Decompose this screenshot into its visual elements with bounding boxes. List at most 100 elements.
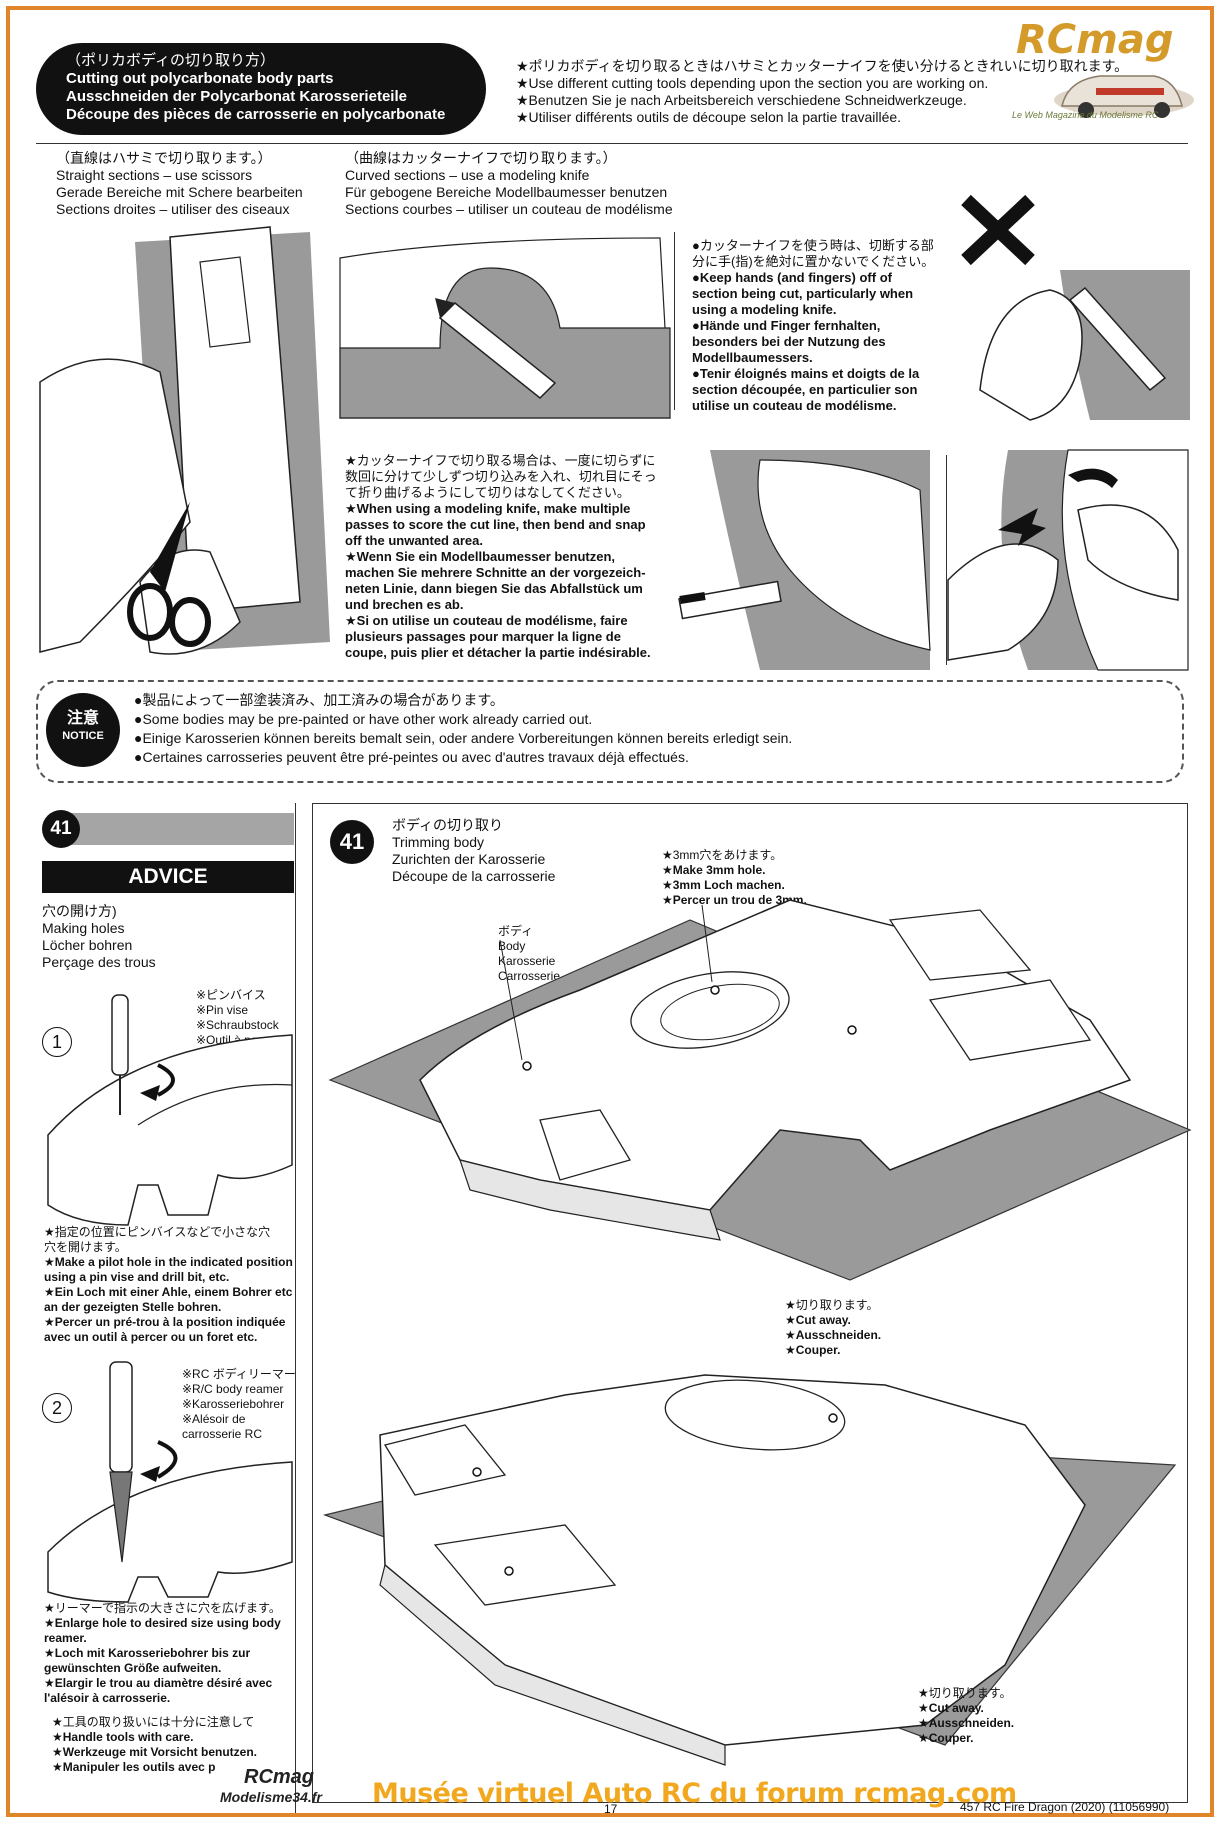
pilot-hole-line: ★Ein Loch mit einer Ahle, einem Bohrer e… <box>44 1285 293 1299</box>
curved-line: Sections courbes – utiliser un couteau d… <box>345 201 673 217</box>
care-line: ★Werkzeuge mit Vorsicht benutzen. <box>52 1745 258 1759</box>
hole-line: ★Make 3mm hole. <box>662 863 766 877</box>
reamer-line: ※R/C body reamer <box>182 1382 284 1396</box>
body-line: Carrosserie <box>498 969 561 983</box>
care-line: ★Manipuler les outils avec p <box>52 1760 216 1774</box>
rcmag-car-icon <box>1054 75 1194 118</box>
trimming-body-panel <box>312 803 1188 1803</box>
enlarge-line: reamer. <box>44 1631 87 1645</box>
footer-logo-rcmag: RCmag <box>244 1766 315 1788</box>
section-title-de: Ausschneiden der Polycarbonat Karosserie… <box>66 88 407 105</box>
keep-hands-line: Modellbaumessers. <box>692 350 813 365</box>
care-line: ★工具の取り扱いには十分に注意して <box>52 1715 255 1729</box>
notice-badge: 注意 NOTICE <box>46 693 120 767</box>
section-title: （ポリカボディの切り取り方） Cutting out polycarbonate… <box>66 52 445 124</box>
trimming-body-title: ボディの切り取り Trimming body Zurichten der Kar… <box>392 817 555 885</box>
curved-line: Curved sections – use a modeling knife <box>345 167 590 183</box>
section-title-pill <box>36 43 486 135</box>
care-line: ★Handle tools with care. <box>52 1730 194 1744</box>
notice-line: ●Some bodies may be pre-painted or have … <box>134 711 593 727</box>
cut-line: ★Ausschneiden. <box>785 1328 882 1342</box>
body-line: Body <box>498 939 526 953</box>
multiple-passes-line: plusieurs passages pour marquer la ligne… <box>345 629 621 644</box>
keep-hands-line: using a modeling knife. <box>692 302 837 317</box>
pin-vise-illustration <box>47 994 293 1226</box>
advice-step-bar <box>68 813 294 845</box>
section-title-fr: Découpe des pièces de carrosserie en pol… <box>66 106 446 123</box>
body-shell-bottom-illustration <box>322 1374 1177 1766</box>
rcmag-logo-text: RCmag <box>1016 17 1174 63</box>
footer-logo-modelisme: Modelisme34.fr <box>220 1789 322 1805</box>
scissors-cutting-illustration <box>39 226 330 655</box>
straight-line: Straight sections – use scissors <box>56 167 253 183</box>
reamer-line: ※RC ボディリーマー <box>182 1367 296 1381</box>
advice-step-number: 41 <box>42 810 80 848</box>
notice-text: ●製品によって一部塗装済み、加工済みの場合があります。 ●Some bodies… <box>134 691 792 767</box>
multiple-passes-line: coupe, puis plier et détacher la partie … <box>345 645 651 660</box>
vertical-divider <box>674 232 675 410</box>
section-title-en: Cutting out polycarbonate body parts <box>66 70 334 87</box>
hole-line: ★3mm穴をあけます。 <box>662 848 783 862</box>
footer-logo: RCmag Modelisme34.fr <box>220 1766 370 1812</box>
pilot-hole-line: ★指定の位置にピンバイスなどで小さな穴 <box>44 1225 271 1239</box>
multiple-passes-line: ★カッターナイフで切り取る場合は、一度に切らずに <box>345 453 656 468</box>
knife-curved-cut-illustration <box>339 237 671 419</box>
notice-line: ●Certaines carrosseries peuvent être pré… <box>134 749 689 765</box>
straight-line: Gerade Bereiche mit Schere bearbeiten <box>56 184 303 200</box>
making-holes-line: 穴の開け方) <box>42 903 117 919</box>
body-label: ボディ Body Karosserie Carrosserie <box>498 924 560 984</box>
trim-title-line: Zurichten der Karosserie <box>392 851 546 867</box>
hole-line: ★Percer un trou de 3mm. <box>662 893 807 907</box>
trim-title-line: ボディの切り取り <box>392 817 504 833</box>
trim-title-line: Trimming body <box>392 834 485 850</box>
enlarge-line: ★Loch mit Karosseriebohrer bis zur <box>44 1646 251 1660</box>
pilot-hole-line: using a pin vise and drill bit, etc. <box>44 1270 230 1284</box>
pin-vise-label: ※ピンバイス ※Pin vise ※Schraubstock ※Outil à … <box>196 988 279 1048</box>
cut-away-label-2: ★切り取ります。 ★Cut away. ★Ausschneiden. ★Coup… <box>918 1686 1014 1746</box>
straight-sections-text: （直線はハサミで切り取ります。） Straight sections – use… <box>56 150 303 218</box>
body-reamer-label: ※RC ボディリーマー ※R/C body reamer ※Karosserie… <box>182 1367 296 1442</box>
step-2-number: 2 <box>42 1393 72 1423</box>
cut-away-label-1: ★切り取ります。 ★Cut away. ★Ausschneiden. ★Coup… <box>785 1298 881 1358</box>
enlarge-line: ★リーマーで指示の大きさに穴を広げます。 <box>44 1601 281 1615</box>
keep-hands-line: 分に手(指)を絶対に置かないでください。 <box>692 254 935 269</box>
cut-line: ★Couper. <box>918 1731 974 1745</box>
cut-line: ★切り取ります。 <box>918 1686 1012 1700</box>
step-1-number: 1 <box>42 1027 72 1057</box>
hole-line: ★3mm Loch machen. <box>662 878 785 892</box>
multiple-passes-line: ★Wenn Sie ein Modellbaumesser benutzen, <box>345 549 616 564</box>
body-reamer-illustration <box>47 1361 293 1603</box>
notice-badge-en: NOTICE <box>62 730 104 742</box>
multiple-passes-line: neten Linie, dann biegen Sie das Abfalls… <box>345 581 643 596</box>
reamer-line: ※Alésoir de <box>182 1412 246 1426</box>
making-holes-text: 穴の開け方) Making holes Löcher bohren Perçag… <box>42 903 156 971</box>
intro-line: ★Benutzen Sie je nach Arbeitsbereich ver… <box>516 92 967 108</box>
notice-badge-jp: 注意 <box>66 710 99 727</box>
curved-sections-text: （曲線はカッターナイフで切り取ります。） Curved sections – u… <box>345 150 673 218</box>
keep-hands-line: besonders bei der Nutzung des <box>692 334 886 349</box>
pilot-hole-line: ★Make a pilot hole in the indicated posi… <box>44 1255 293 1269</box>
reamer-line: carrosserie RC <box>182 1427 263 1441</box>
wrong-hand-position-illustration <box>960 194 1190 421</box>
cut-line: ★Ausschneiden. <box>918 1716 1015 1730</box>
cut-line: ★Couper. <box>785 1343 841 1357</box>
trim-title-line: Découpe de la carrosserie <box>392 868 556 884</box>
trim-step-number: 41 <box>330 820 374 864</box>
pilot-hole-line: ★Percer un pré-trou à la position indiqu… <box>44 1315 286 1329</box>
keep-hands-line: ●Tenir éloignés mains et doigts de la <box>692 366 920 381</box>
pin-vise-line: ※Schraubstock <box>196 1018 279 1032</box>
notice-box <box>36 680 1184 783</box>
making-holes-line: Perçage des trous <box>42 954 156 970</box>
section-title-jp: （ポリカボディの切り取り方） <box>66 52 275 69</box>
keep-hands-line: section découpée, en particulier son <box>692 382 918 397</box>
pilot-hole-text: ★指定の位置にピンバイスなどで小さな穴 穴を開けます。 ★Make a pilo… <box>44 1225 293 1345</box>
model-reference: 457 RC Fire Dragon (2020) (11056990) <box>960 1800 1170 1814</box>
footer-watermark: Musée virtuel Auto RC du forum rcmag.com <box>372 1778 1017 1809</box>
pilot-hole-line: 穴を開けます。 <box>44 1240 127 1254</box>
body-shell-top-illustration <box>328 899 1192 1281</box>
cut-line: ★Cut away. <box>918 1701 984 1715</box>
multiple-passes-line: て折り曲げるようにして切りはなしてください。 <box>345 485 630 500</box>
keep-hands-line: ●カッターナイフを使う時は、切断する部 <box>692 238 934 253</box>
multiple-passes-line: passes to score the cut line, then bend … <box>345 517 646 532</box>
keep-hands-line: section being cut, particularly when <box>692 286 914 301</box>
